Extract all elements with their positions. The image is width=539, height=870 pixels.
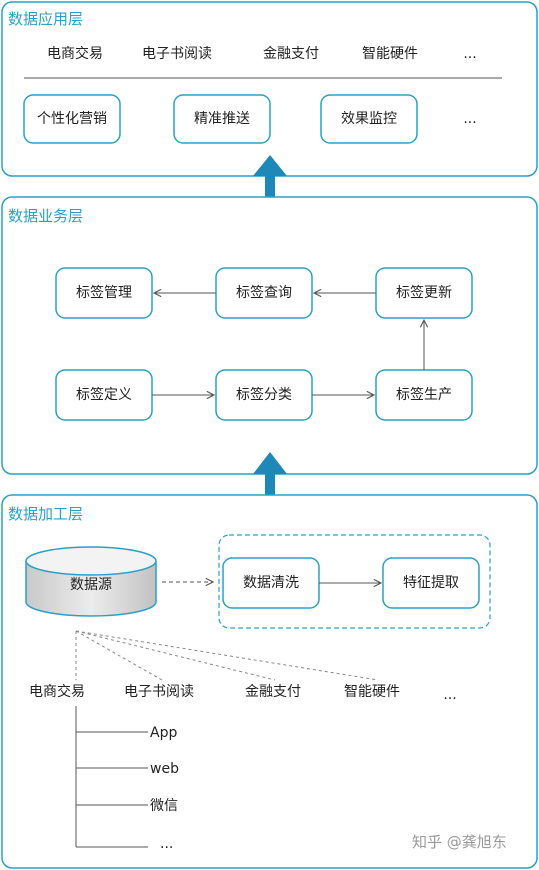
processing-layer: 数据加工层 数据源 数据清洗 特征提取 电商交易 电子书阅读 金融支付 智能硬件… — [1, 494, 538, 869]
node-tag-management — [55, 267, 153, 319]
node-tag-definition-label: 标签定义 — [76, 386, 132, 403]
business-layer: 数据业务层 标签管理 标签查询 标签更新 标签定义 标签分类 标签生产 — [1, 196, 538, 475]
source-category-ebook: 电子书阅读 — [124, 683, 194, 700]
node-tag-production-label: 标签生产 — [396, 386, 452, 403]
app-category-hardware: 智能硬件 — [362, 46, 418, 62]
app-box-precise-push — [173, 94, 271, 144]
node-data-cleaning-label: 数据清洗 — [243, 575, 299, 591]
node-feature-extraction-label: 特征提取 — [403, 575, 459, 591]
big-up-arrow-business-to-application — [253, 155, 287, 210]
watermark: 知乎 @龚旭东 — [412, 833, 507, 851]
source-category-hardware: 智能硬件 — [344, 684, 400, 700]
app-category-more: ... — [463, 46, 476, 62]
source-category-more: ... — [443, 687, 456, 703]
channel-tree-lines — [75, 706, 148, 848]
app-category-finance: 金融支付 — [263, 46, 319, 62]
node-feature-extraction — [382, 557, 480, 609]
node-tag-classification-label: 标签分类 — [236, 386, 292, 403]
channel-app: App — [150, 725, 177, 741]
app-box-more: ... — [463, 111, 476, 127]
big-up-arrow-processing-to-business — [253, 452, 287, 504]
source-category-ecommerce: 电商交易 — [29, 683, 85, 700]
channel-more: ... — [160, 836, 173, 852]
data-source-label: 数据源 — [70, 577, 112, 593]
source-category-finance: 金融支付 — [245, 684, 301, 700]
channel-wechat: 微信 — [150, 798, 178, 814]
application-layer-title: 数据应用层 — [8, 10, 83, 28]
app-box-precise-push-label: 精准推送 — [194, 111, 250, 127]
app-box-effect-monitoring-label: 效果监控 — [341, 111, 397, 127]
app-category-ebook: 电子书阅读 — [142, 45, 212, 62]
business-layer-title: 数据业务层 — [8, 207, 83, 225]
database-icon — [25, 546, 157, 617]
processing-layer-title: 数据加工层 — [8, 505, 83, 523]
node-tag-query-label: 标签查询 — [236, 284, 292, 301]
application-layer: 数据应用层 电商交易 电子书阅读 金融支付 智能硬件 ... 个性化营销 精准推… — [1, 1, 538, 177]
channel-web: web — [150, 761, 179, 777]
source-fan-lines — [75, 630, 379, 681]
business-layer-frame — [1, 196, 538, 475]
node-tag-update-label: 标签更新 — [396, 284, 452, 301]
app-box-personalized-marketing — [23, 94, 121, 144]
app-category-ecommerce: 电商交易 — [47, 45, 103, 62]
app-box-personalized-marketing-label: 个性化营销 — [37, 111, 107, 127]
app-box-effect-monitoring — [320, 94, 418, 144]
application-layer-frame — [1, 1, 538, 177]
node-tag-management-label: 标签管理 — [76, 284, 132, 301]
